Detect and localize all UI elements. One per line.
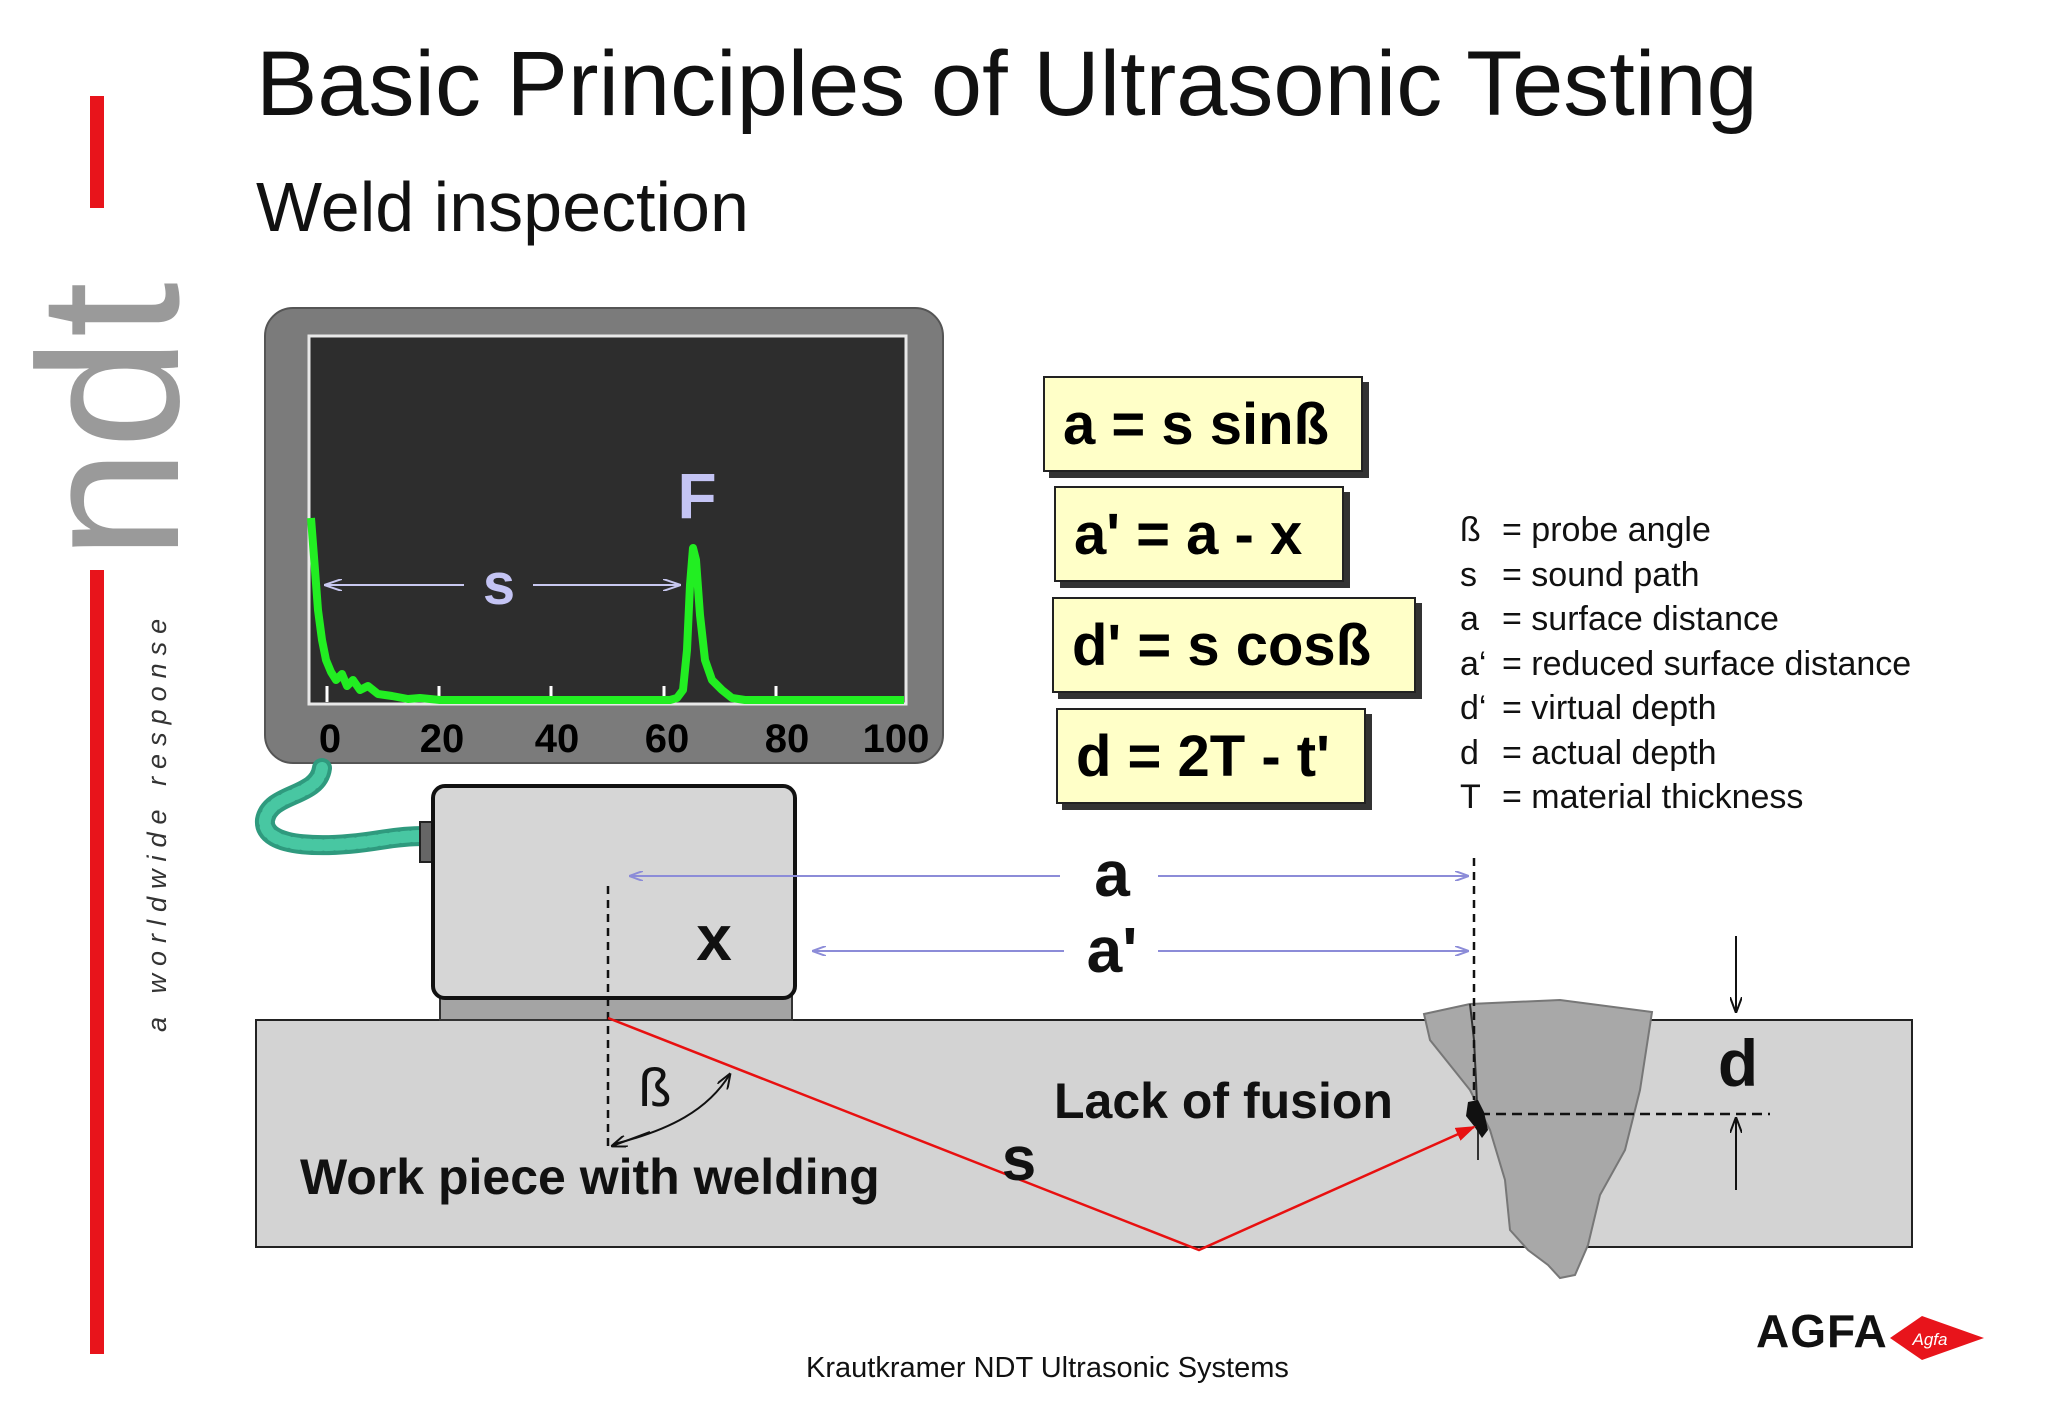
tick-label-20: 20 — [420, 717, 465, 761]
legend-symbol: a — [1460, 600, 1479, 638]
probe-body — [431, 784, 797, 1000]
legend-meaning: = reduced surface distance — [1502, 644, 1912, 683]
formula-surface-distance: a = s sinß — [1043, 376, 1363, 472]
legend-meaning: = surface distance — [1502, 600, 1779, 638]
footer-text: Krautkramer NDT Ultrasonic Systems — [806, 1352, 1289, 1384]
legend-meaning: = material thickness — [1502, 778, 1804, 816]
legend-symbol: s — [1460, 555, 1477, 594]
agfa-badge-text: Agfa — [1912, 1330, 1948, 1349]
legend-meaning: = probe angle — [1502, 511, 1711, 549]
tick-label-80: 80 — [765, 717, 810, 761]
tick-label-40: 40 — [535, 717, 580, 761]
legend-row: d = actual depth — [1460, 731, 1911, 776]
formula-virtual-depth: d' = s cosß — [1052, 597, 1416, 693]
legend-row: a‘ = reduced surface distance — [1460, 642, 1911, 687]
instrument-screen — [307, 334, 908, 706]
label-x: x — [696, 902, 732, 974]
label-d: d — [1718, 1026, 1758, 1100]
page-subtitle: Weld inspection — [256, 168, 749, 246]
legend-meaning: = actual depth — [1502, 733, 1717, 772]
legend-symbol: a‘ — [1460, 644, 1487, 683]
beta-angle-arc-start — [612, 1131, 651, 1146]
brand-tagline: a worldwide response — [142, 610, 172, 1032]
label-a-prime: a' — [1087, 914, 1138, 986]
legend-symbol: T — [1460, 778, 1481, 816]
agfa-logo-mark: Agfa — [1890, 1316, 1984, 1360]
symbol-legend: ß = probe angle s = sound path a = surface … — [1460, 508, 1911, 820]
legend-row: ß = probe angle — [1460, 508, 1911, 553]
tick-label-100: 100 — [863, 717, 930, 761]
label-workpiece: Work piece with welding — [300, 1149, 880, 1205]
screen-path-label-s: s — [483, 552, 515, 617]
weld-seam — [1422, 998, 1654, 1280]
a-scan-trace — [307, 517, 904, 704]
legend-symbol: d‘ — [1460, 689, 1487, 727]
label-beta: ß — [639, 1058, 672, 1118]
legend-row: a = surface distance — [1460, 597, 1911, 642]
agfa-logo-text: AGFA — [1756, 1305, 1888, 1357]
legend-meaning: = virtual depth — [1502, 689, 1717, 727]
formula-actual-depth: d = 2T - t' — [1056, 708, 1366, 804]
peak-label-f: F — [677, 460, 716, 532]
legend-row: d‘ = virtual depth — [1460, 686, 1911, 731]
page-title: Basic Principles of Ultrasonic Testing — [256, 33, 1758, 135]
label-s: s — [1002, 1125, 1036, 1194]
formula-reduced-distance: a' = a - x — [1054, 486, 1344, 582]
legend-meaning: = sound path — [1502, 555, 1700, 594]
lack-of-fusion-defect — [1466, 1100, 1488, 1138]
workpiece — [255, 1019, 1913, 1248]
label-a: a — [1094, 838, 1130, 910]
tick-label-60: 60 — [645, 717, 690, 761]
label-lack-of-fusion: Lack of fusion — [1054, 1073, 1393, 1129]
ndt-logo: ndt — [0, 282, 221, 560]
red-bar-gap — [85, 208, 109, 570]
sound-path-ray — [607, 1016, 1476, 1252]
probe-cable-highlight — [259, 762, 430, 852]
legend-row: T = material thickness — [1460, 775, 1911, 820]
weld-fusion-line — [1469, 1003, 1479, 1160]
legend-row: s = sound path — [1460, 553, 1911, 598]
legend-symbol: d — [1460, 733, 1479, 772]
screen-axis-labels: 0 20 40 60 80 100 — [319, 717, 930, 761]
legend-symbol: ß — [1460, 511, 1481, 549]
tick-label-0: 0 — [319, 717, 341, 761]
